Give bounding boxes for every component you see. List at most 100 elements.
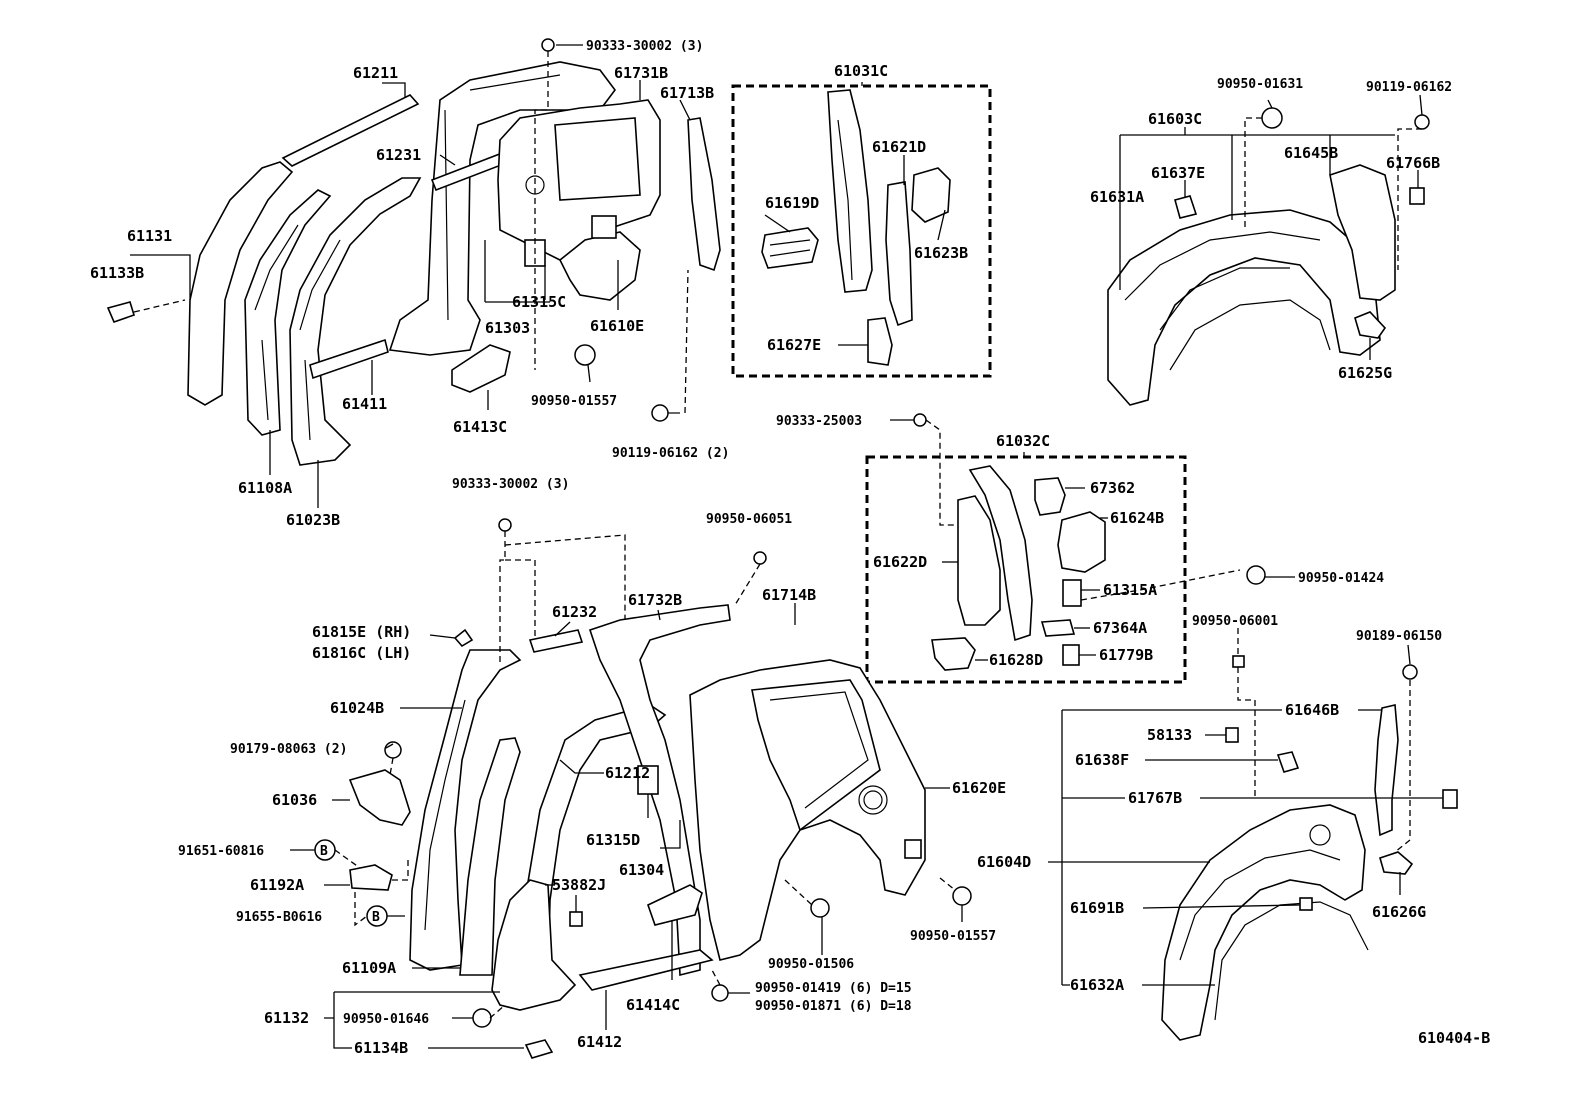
part-61646B — [1374, 704, 1399, 837]
label-61212: 61212 — [605, 764, 650, 782]
label-90119-06162-2: 90119-06162 (2) — [612, 446, 729, 461]
part-61133B — [106, 301, 135, 324]
label-90333-30002-mid: 90333-30002 (3) — [452, 477, 569, 492]
label-90950-01646: 90950-01646 — [343, 1012, 429, 1027]
label-61638F: 61638F — [1075, 751, 1129, 769]
bmark-91655: B — [372, 910, 380, 925]
label-61628D: 61628D — [989, 651, 1043, 669]
label-61767B: 61767B — [1128, 789, 1182, 807]
part-61109A — [459, 737, 521, 976]
upper-left-leaders — [130, 44, 691, 508]
lower-right-labels: 90950-06001 90189-06150 61646B 58133 616… — [977, 614, 1442, 994]
inset-61031C-leaders — [764, 155, 946, 346]
label-61632A: 61632A — [1070, 976, 1124, 994]
part-61132 — [491, 879, 577, 1011]
part-61645B — [1329, 164, 1396, 301]
part-61632A — [1214, 901, 1369, 1021]
label-90950-01871: 90950-01871 (6) D=18 — [755, 999, 912, 1014]
grommet-90950-01506 — [810, 898, 830, 918]
part-61621D — [885, 181, 913, 327]
part-61414C — [647, 884, 703, 926]
bolt-90119-06162-r — [1414, 114, 1430, 130]
diagram-code: 610404-B — [1418, 1029, 1490, 1047]
part-61211 — [281, 94, 420, 167]
label-61625G: 61625G — [1338, 364, 1392, 382]
part-61232 — [528, 629, 584, 653]
lower-right-assembly — [1161, 628, 1458, 1041]
clip-90950-06051 — [753, 551, 767, 565]
grommet-90950-01424-group: 90950-01424 — [1246, 565, 1384, 586]
part-61637E — [1174, 195, 1198, 219]
upper-left-labels: 90333-30002 (3) 61211 61731B 61713B 6123… — [90, 39, 729, 529]
inset-box-61032C — [865, 455, 1187, 684]
label-90179-08063: 90179-08063 (2) — [230, 742, 347, 757]
label-61315D: 61315D — [586, 831, 640, 849]
window-opening — [554, 117, 641, 201]
lower-main-leaders — [290, 531, 963, 1049]
lower-main-labels: 90333-30002 (3) 90950-06051 61732B 61714… — [178, 477, 1006, 1057]
label-90333-25003: 90333-25003 — [776, 414, 862, 429]
label-90950-06051: 90950-06051 — [706, 512, 792, 527]
label-61815E: 61815E (RH) — [312, 623, 411, 641]
part-58133 — [1225, 727, 1239, 743]
upper-right-labels: 90950-01631 90119-06162 61603C 61637E 61… — [1090, 77, 1452, 382]
bmark-91651: B — [320, 844, 328, 859]
label-61816C: 61816C (LH) — [312, 644, 411, 662]
label-61108A: 61108A — [238, 479, 292, 497]
part-61032-pillar — [968, 465, 1033, 642]
label-90950-01631: 90950-01631 — [1217, 77, 1303, 92]
part-61779B — [1062, 644, 1080, 666]
label-61315C: 61315C — [512, 293, 566, 311]
label-61031C: 61031C — [834, 62, 888, 80]
label-61413C: 61413C — [453, 418, 507, 436]
clip-90333-25003 — [913, 413, 927, 427]
inset-61031C: 61031C — [731, 62, 992, 378]
inset-61032C: 61032C — [865, 413, 1187, 684]
part-61023B — [289, 177, 422, 466]
inset-61032C-leaders — [942, 487, 1241, 661]
clip-90333-30002 — [541, 38, 555, 52]
label-61315A: 61315A — [1103, 581, 1157, 599]
label-61637E: 61637E — [1151, 164, 1205, 182]
part-67362 — [1034, 477, 1066, 516]
label-61036: 61036 — [272, 791, 317, 809]
label-61713B: 61713B — [660, 84, 714, 102]
label-67362: 67362 — [1090, 479, 1135, 497]
part-61108A — [244, 189, 332, 436]
part-61628D — [931, 637, 976, 671]
label-90189-06150: 90189-06150 — [1356, 629, 1442, 644]
part-61767B — [1442, 789, 1458, 809]
upper-right-assembly — [1107, 107, 1430, 406]
part-61412 — [578, 949, 714, 991]
inset-box-61031C — [731, 84, 992, 378]
part-61691B — [1299, 897, 1313, 911]
label-90950-01557-top: 90950-01557 — [531, 394, 617, 409]
part-61134B — [524, 1039, 554, 1059]
inset-61032C-labels: 90333-25003 67362 61624B 61622D 61315A 6… — [776, 414, 1164, 669]
part-61192A — [349, 864, 393, 891]
label-61624B: 61624B — [1110, 509, 1164, 527]
part-61413C — [451, 344, 511, 393]
part-61625G — [1354, 311, 1387, 339]
label-90950-01506: 90950-01506 — [768, 957, 854, 972]
label-61619D: 61619D — [765, 194, 819, 212]
label-61714B: 61714B — [762, 586, 816, 604]
label-91651-60816: 91651-60816 — [178, 844, 264, 859]
part-61024B — [409, 649, 522, 971]
label-67364A: 67364A — [1093, 619, 1147, 637]
label-61691B: 61691B — [1070, 899, 1124, 917]
part-61713B — [687, 117, 721, 272]
label-61134B: 61134B — [354, 1039, 408, 1057]
label-61411: 61411 — [342, 395, 387, 413]
part-61623B — [911, 167, 951, 223]
part-61622D — [957, 495, 1001, 626]
label-61620E: 61620E — [952, 779, 1006, 797]
clip-90333-30002-mid — [498, 518, 512, 532]
label-61133B: 61133B — [90, 264, 144, 282]
label-61414C: 61414C — [626, 996, 680, 1014]
label-61623B: 61623B — [914, 244, 968, 262]
part-61131 — [187, 161, 294, 406]
part-61626G — [1379, 851, 1414, 875]
label-58133: 58133 — [1147, 726, 1192, 744]
label-91655-B0616: 91655-B0616 — [236, 910, 322, 925]
